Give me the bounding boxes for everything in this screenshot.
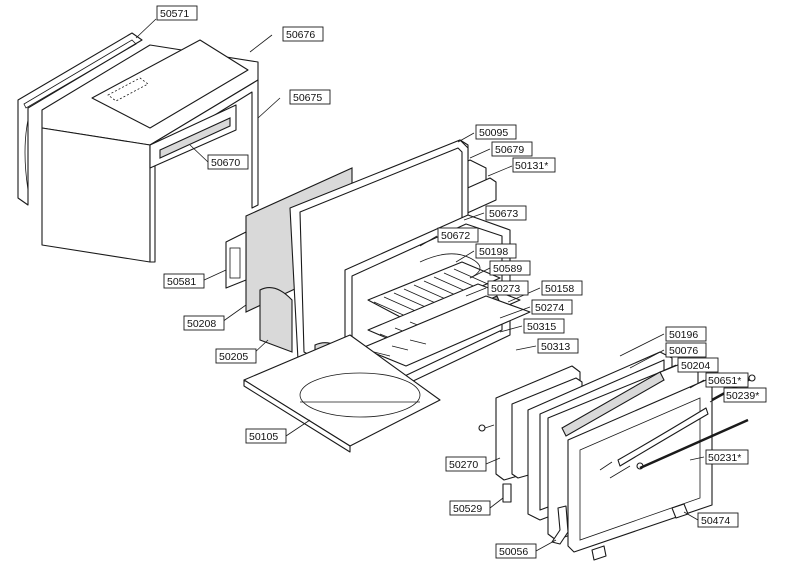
part-label-50676: 50676: [282, 26, 324, 42]
svg-text:50095: 50095: [479, 127, 508, 139]
part-label-50205: 50205: [215, 348, 257, 364]
svg-text:50313: 50313: [541, 341, 570, 353]
part-label-50529: 50529: [449, 500, 491, 516]
part-label-50076: 50076: [665, 342, 707, 358]
part-label-50231: 50231*: [705, 449, 749, 465]
part-label-50095: 50095: [475, 124, 517, 140]
base-plate: [243, 334, 441, 453]
door-assembly: [478, 351, 756, 561]
part-label-50571: 50571: [156, 5, 198, 21]
svg-text:50231*: 50231*: [708, 452, 741, 464]
part-label-50670: 50670: [207, 154, 249, 170]
svg-text:50239*: 50239*: [726, 390, 759, 402]
part-label-50315: 50315: [523, 318, 565, 334]
svg-text:50571: 50571: [160, 8, 189, 20]
svg-text:50581: 50581: [167, 276, 196, 288]
part-label-50651: 50651*: [705, 372, 749, 388]
svg-text:50676: 50676: [286, 29, 315, 41]
svg-text:50673: 50673: [489, 208, 518, 220]
part-label-50198: 50198: [475, 243, 517, 259]
part-label-50274: 50274: [531, 299, 573, 315]
svg-text:50158: 50158: [545, 283, 574, 295]
part-label-50208: 50208: [183, 315, 225, 331]
svg-text:50273: 50273: [491, 283, 520, 295]
oven-body: [289, 139, 531, 393]
svg-text:50315: 50315: [527, 321, 556, 333]
part-label-50675: 50675: [289, 89, 331, 105]
part-label-50239: 50239*: [723, 387, 767, 403]
svg-text:50198: 50198: [479, 246, 508, 258]
part-label-50204: 50204: [677, 357, 719, 373]
part-label-50672: 50672: [437, 227, 479, 243]
svg-text:50056: 50056: [499, 546, 528, 558]
part-label-50158: 50158: [541, 280, 583, 296]
svg-text:50131*: 50131*: [515, 160, 548, 172]
part-label-50196: 50196: [665, 326, 707, 342]
svg-text:50675: 50675: [293, 92, 322, 104]
part-label-50581: 50581: [163, 273, 205, 289]
outer-side-panel: [17, 32, 143, 206]
part-label-50313: 50313: [537, 338, 579, 354]
svg-text:50196: 50196: [669, 329, 698, 341]
part-label-50270: 50270: [445, 456, 487, 472]
svg-text:50651*: 50651*: [708, 375, 741, 387]
svg-text:50474: 50474: [701, 515, 730, 527]
part-label-50131: 50131*: [512, 157, 556, 173]
svg-text:50672: 50672: [441, 230, 470, 242]
svg-text:50679: 50679: [495, 144, 524, 156]
svg-text:50274: 50274: [535, 302, 564, 314]
leader-lines: [135, 18, 723, 552]
svg-text:50270: 50270: [449, 459, 478, 471]
svg-text:50105: 50105: [249, 431, 278, 443]
svg-text:50529: 50529: [453, 503, 482, 515]
part-label-50679: 50679: [491, 141, 533, 157]
svg-text:50670: 50670: [211, 157, 240, 169]
part-label-50673: 50673: [485, 205, 527, 221]
svg-text:50205: 50205: [219, 351, 248, 363]
cabinet-housing: [41, 39, 259, 263]
part-label-50589: 50589: [489, 260, 531, 276]
svg-text:50076: 50076: [669, 345, 698, 357]
part-label-50105: 50105: [245, 428, 287, 444]
part-label-50056: 50056: [495, 543, 537, 559]
svg-text:50208: 50208: [187, 318, 216, 330]
part-label-50474: 50474: [697, 512, 739, 528]
svg-text:50204: 50204: [681, 360, 710, 372]
part-label-50273: 50273: [487, 280, 529, 296]
svg-text:50589: 50589: [493, 263, 522, 275]
